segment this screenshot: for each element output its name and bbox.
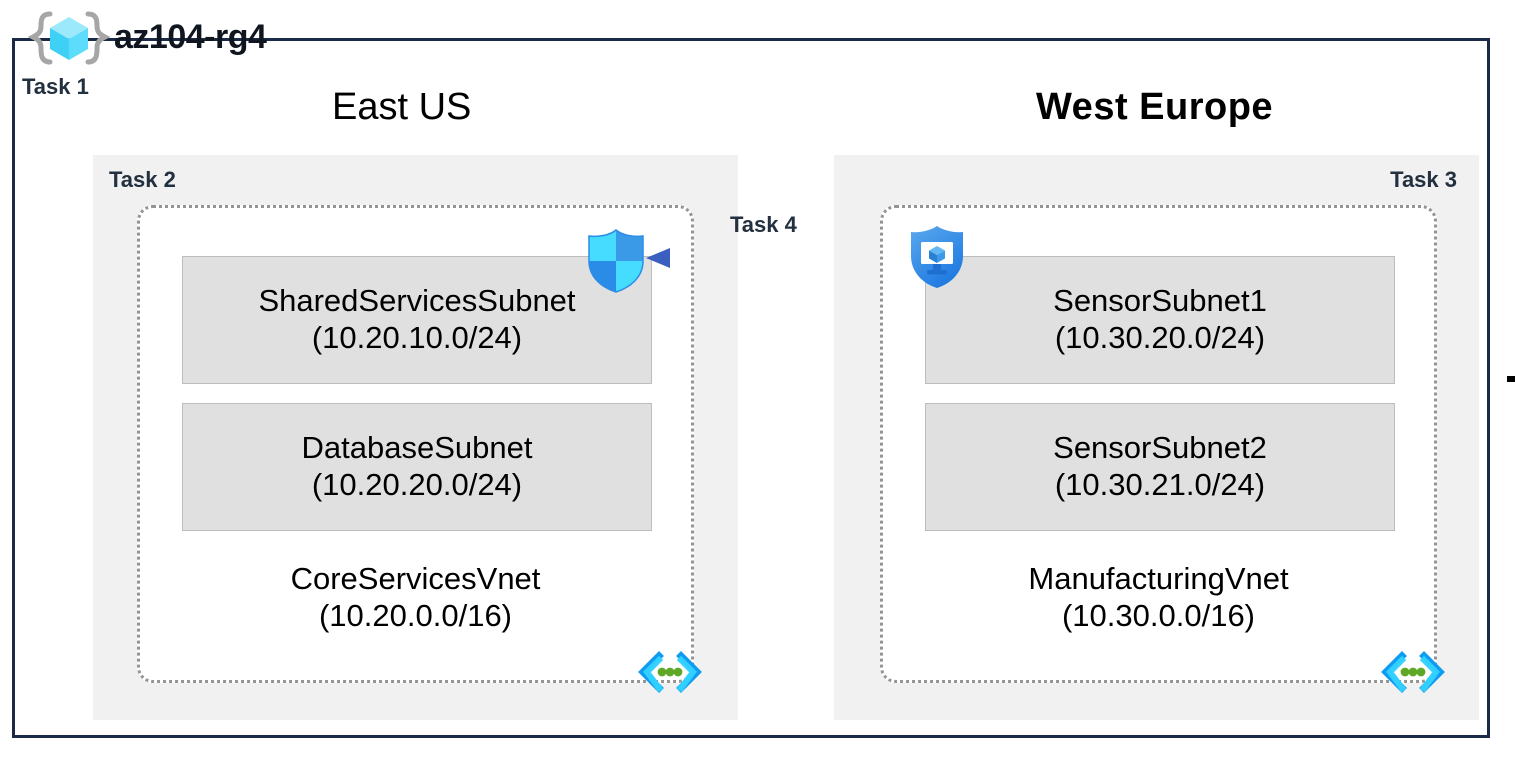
vnet-caption-west: ManufacturingVnet (10.30.0.0/16) [883,560,1434,634]
task-4-label: Task 4 [730,212,797,237]
vnet-peering-arrow [644,244,932,272]
task-3-label: Task 3 [1390,167,1457,192]
subnet-name: DatabaseSubnet [301,430,533,466]
task-1-label: Task 1 [22,74,89,99]
region-title-west-europe: West Europe [1036,86,1274,128]
virtual-network-icon [635,648,705,696]
subnet-name: SharedServicesSubnet [258,283,576,319]
vnet-cidr: (10.20.0.0/16) [318,598,513,634]
subnet-cidr: (10.20.10.0/24) [311,320,523,355]
task-2-label: Task 2 [109,167,176,192]
frame-title-gap [37,69,367,91]
vnet-box-manufacturingvnet: SensorSubnet1 (10.30.20.0/24) SensorSubn… [880,205,1445,693]
edge-artifact-mark [1507,376,1515,382]
subnet-sharedservicessubnet: SharedServicesSubnet (10.20.10.0/24) [182,256,652,384]
vnet-name: CoreServicesVnet [290,561,541,596]
subnet-cidr: (10.30.21.0/24) [1054,467,1266,502]
resource-group-title: az104-rg4 [114,18,267,56]
network-security-group-shield-icon [585,228,647,294]
resource-group-frame [12,38,1490,738]
subnet-cidr: (10.30.20.0/24) [1054,320,1266,355]
subnet-cidr: (10.20.20.0/24) [311,467,523,502]
subnet-name: SensorSubnet1 [1053,283,1267,319]
vnet-name: ManufacturingVnet [1028,561,1289,596]
vnet-cidr: (10.30.0.0/16) [1061,598,1256,634]
subnet-sensorsubnet1: SensorSubnet1 (10.30.20.0/24) [925,256,1395,384]
region-title-east-us: East US [332,86,472,128]
resource-group-cube-icon [28,11,110,67]
subnet-sensorsubnet2: SensorSubnet2 (10.30.21.0/24) [925,403,1395,531]
region-panel-west-europe: Task 3 SensorSubnet1 (10.30.20.0/24) Sen… [834,155,1479,720]
subnet-databasesubnet: DatabaseSubnet (10.20.20.0/24) [182,403,652,531]
vnet-caption-east: CoreServicesVnet (10.20.0.0/16) [140,560,691,634]
subnet-name: SensorSubnet2 [1053,430,1267,466]
virtual-network-icon [1378,648,1448,696]
vm-shield-icon [908,224,966,290]
